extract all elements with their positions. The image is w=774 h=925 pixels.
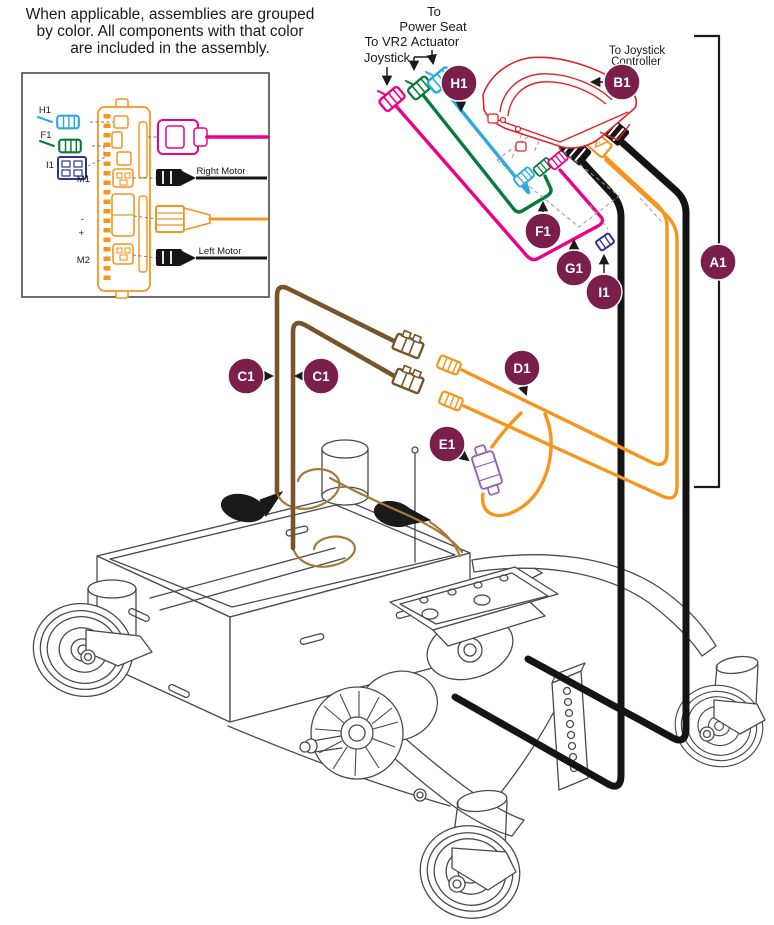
battery-box <box>96 496 471 723</box>
note-line3: are included in the assembly. <box>70 40 270 57</box>
to-vr2-line1: To VR2 <box>365 34 408 49</box>
brown-motor-cables <box>274 284 465 551</box>
pink-wire <box>394 104 605 262</box>
green-wire <box>421 93 553 214</box>
svg-text:G1: G1 <box>565 261 584 276</box>
to-psa-line3: Actuator <box>411 34 460 49</box>
black-cable-2 <box>524 133 690 744</box>
inset-label-h1: H1 <box>39 105 51 116</box>
motor-fan-blades <box>314 691 399 777</box>
svg-text:D1: D1 <box>513 361 531 376</box>
left-motor <box>299 670 438 802</box>
orange-breaker-loop <box>480 412 553 518</box>
inset-h1-connector <box>56 114 80 130</box>
callout-badge-c1-left: C1 <box>227 357 265 395</box>
seat-mount-plate <box>389 566 559 647</box>
callout-arrows <box>263 76 610 462</box>
left-brake-lever <box>220 493 266 523</box>
to-jc-line1: To Joystick <box>609 45 665 57</box>
callout-badge-e1: E1 <box>428 425 466 463</box>
right-caster <box>665 655 773 778</box>
chair-base-line-art <box>20 439 773 925</box>
vr2-joystick-connector <box>377 84 407 114</box>
seat-post <box>321 439 369 506</box>
svg-text:I1: I1 <box>598 285 610 300</box>
black-cable-1 <box>451 152 625 790</box>
orange-breaker-stub <box>490 411 523 449</box>
inset-label-minus: - <box>81 214 84 225</box>
inset-battery-connector <box>155 205 269 233</box>
i1-connector <box>595 232 615 252</box>
instruction-note: When applicable, assemblies are grouped … <box>26 6 315 57</box>
svg-text:A1: A1 <box>709 255 727 270</box>
inset-label-f1: F1 <box>40 130 51 141</box>
inset-label-m2: M2 <box>77 255 90 266</box>
callout-badge-h1: H1 <box>440 64 478 102</box>
brake-levers-and-loops <box>220 468 464 568</box>
svg-text:C1: C1 <box>312 369 330 384</box>
callout-badge-d1: D1 <box>503 349 541 387</box>
inset-controller <box>97 98 151 299</box>
callout-badge-i1: I1 <box>585 273 623 311</box>
inline-breaker <box>471 444 503 496</box>
callout-badge-f1: F1 <box>524 212 562 250</box>
orange-battery-wires <box>460 150 679 518</box>
svg-text:B1: B1 <box>613 75 631 90</box>
inset-joystick-connector <box>157 119 269 155</box>
inset-legend: H1 F1 I1 M1 - + M2 Right Motor Left Moto… <box>21 72 270 299</box>
inset-right-motor-connector <box>156 169 267 186</box>
rear-frame-tube <box>471 554 717 657</box>
center-caster <box>409 789 531 925</box>
to-psa-line1: To <box>427 4 441 19</box>
note-line2: by color. All components with that color <box>36 23 303 40</box>
inset-label-plus: + <box>78 228 84 239</box>
cyan-wire <box>441 86 531 195</box>
inset-left-motor-connector <box>156 249 267 266</box>
inset-i1-connector <box>57 156 87 180</box>
to-vr2-line2: Joystick <box>364 50 411 65</box>
callout-badge-c1-right: C1 <box>302 357 340 395</box>
inset-label-right-motor: Right Motor <box>196 166 245 177</box>
to-psa-line2: Power Seat <box>399 19 467 34</box>
annotations: To VR2 Joystick To Power Seat Actuator T… <box>364 4 665 87</box>
callout-badge-a1: A1 <box>699 243 737 281</box>
svg-text:H1: H1 <box>450 76 468 91</box>
svg-text:E1: E1 <box>439 437 456 452</box>
inset-f1-connector <box>58 138 82 154</box>
svg-text:F1: F1 <box>535 224 551 239</box>
svg-text:C1: C1 <box>237 369 255 384</box>
inset-label-m1: M1 <box>77 174 90 185</box>
brown-cable-1 <box>274 284 399 495</box>
wire-slack-loop-2 <box>291 535 356 568</box>
inset-label-i1: I1 <box>46 160 54 171</box>
orange-wire-2 <box>462 158 679 500</box>
inset-label-left-motor: Left Motor <box>199 246 242 257</box>
brown-cable-2 <box>290 320 399 551</box>
callout-badge-g1: G1 <box>555 249 593 287</box>
black-joystick-cables <box>451 133 690 790</box>
callout-badge-b1: B1 <box>603 63 641 101</box>
note-line1: When applicable, assemblies are grouped <box>26 6 315 23</box>
left-caster <box>20 579 153 710</box>
